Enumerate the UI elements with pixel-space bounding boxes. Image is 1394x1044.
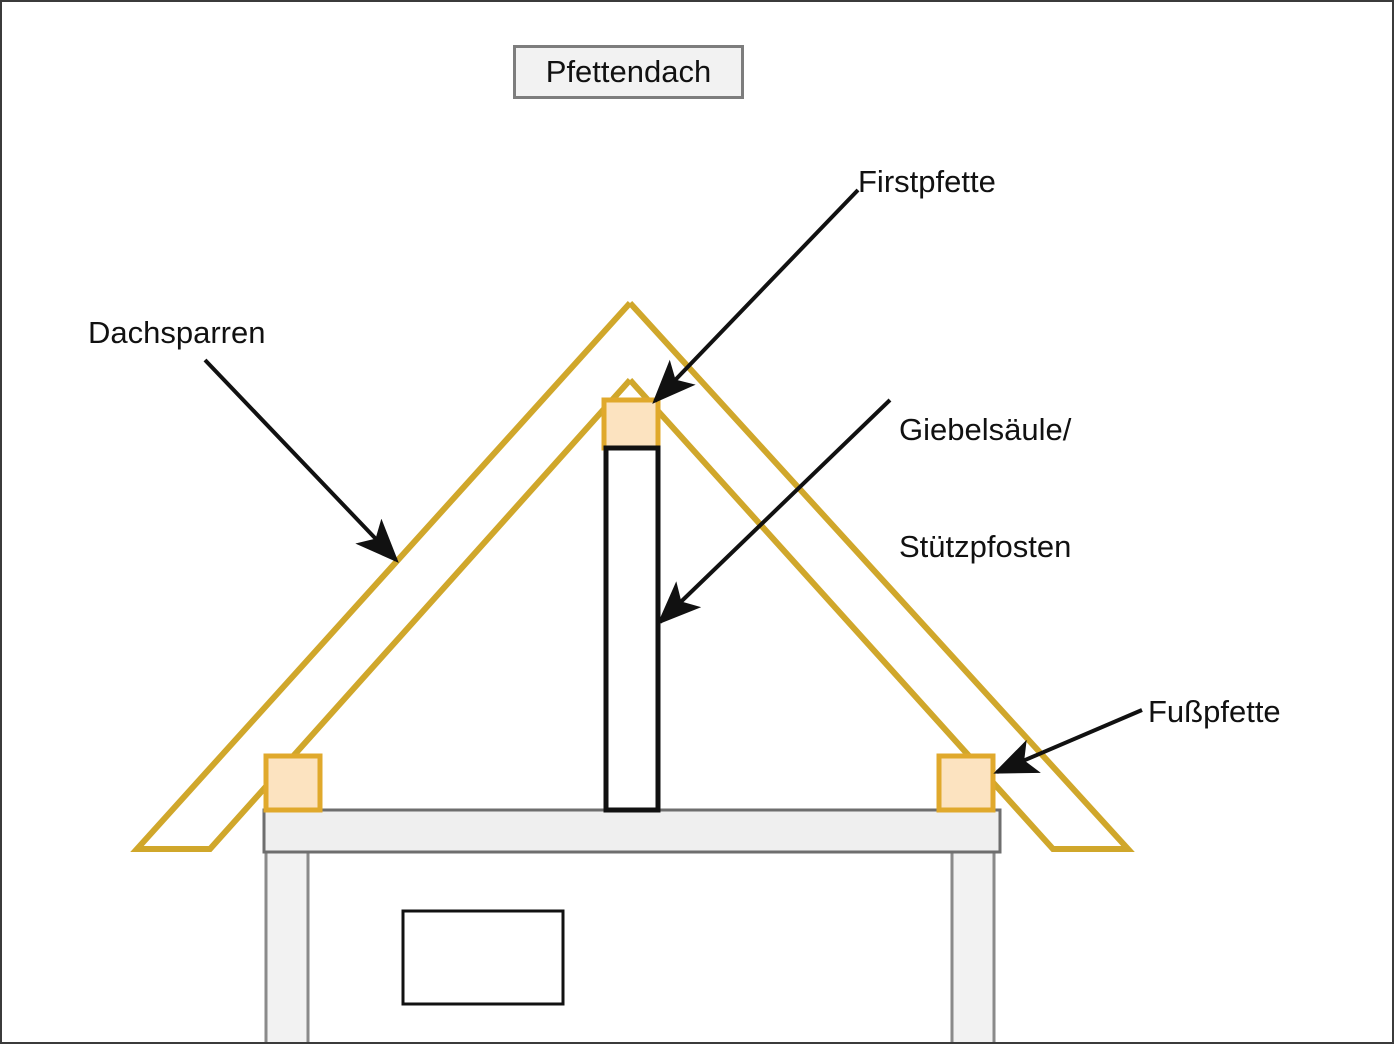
label-dachsparren: Dachsparren xyxy=(88,315,266,350)
building-walls xyxy=(264,850,996,1044)
right-wall xyxy=(950,850,996,1044)
rafters xyxy=(130,300,1135,852)
left-rafter xyxy=(130,300,633,852)
label-giebelsaeule-line2: Stützpfosten xyxy=(899,529,1072,564)
ridge-purlin-firstpfette xyxy=(601,397,661,451)
gable-post-giebelsaeule xyxy=(603,445,661,813)
left-wall xyxy=(264,850,310,1044)
right-rafter xyxy=(627,300,1135,852)
label-giebelsaeule-stuetzpfosten: Giebelsäule/ Stützpfosten xyxy=(899,332,1071,644)
ceiling-beam xyxy=(262,808,1002,854)
label-firstpfette: Firstpfette xyxy=(858,164,996,199)
leader-arrows xyxy=(203,188,1143,774)
diagram-title-box: Pfettendach xyxy=(513,45,744,99)
right-foot-purlin-fusspfette xyxy=(936,753,996,813)
arrow-dachsparren xyxy=(203,358,399,563)
window-opening xyxy=(401,909,565,1006)
page-title: Pfettendach xyxy=(545,54,712,89)
arrow-fusspfette xyxy=(993,708,1143,774)
label-giebelsaeule-line1: Giebelsäule/ xyxy=(899,412,1072,447)
label-fusspfette: Fußpfette xyxy=(1148,694,1281,729)
arrow-giebelsaeule xyxy=(657,398,892,625)
left-foot-purlin-fusspfette xyxy=(263,753,323,813)
arrow-firstpfette xyxy=(652,188,860,404)
